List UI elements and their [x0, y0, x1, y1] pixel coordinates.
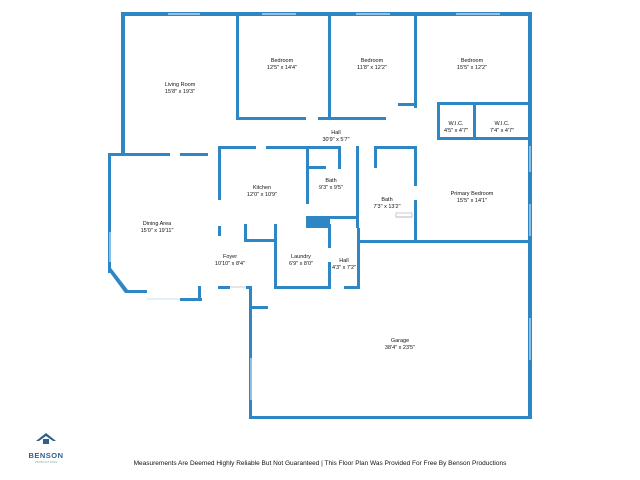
walls	[108, 12, 532, 419]
hall2-dim: 4'3" x 7'2"	[332, 265, 356, 271]
house-logo-icon	[36, 433, 56, 444]
bedroom2-name: Bedroom	[361, 58, 384, 64]
garage-name: Garage	[391, 338, 409, 344]
hall1-name: Hall	[331, 130, 340, 136]
foyer-dim: 10'10" x 8'4"	[215, 261, 245, 267]
logo-name: BENSON	[28, 451, 64, 460]
openings	[109, 13, 531, 400]
benson-logo: BENSON PRODUCTIONS	[26, 432, 66, 464]
primary-bedroom-name: Primary Bedroom	[451, 191, 494, 197]
wic2-dim: 7'4" x 4'7"	[490, 128, 514, 134]
bedroom2-dim: 11'8" x 12'2"	[357, 65, 387, 71]
bath1-name: Bath	[325, 178, 336, 184]
bath1-dim: 9'3" x 9'5"	[319, 185, 343, 191]
living-room-dim: 15'8" x 19'3"	[165, 89, 195, 95]
foyer-name: Foyer	[223, 254, 237, 260]
dining-area-dim: 15'0" x 19'11"	[141, 228, 174, 234]
logo-subtitle: PRODUCTIONS	[34, 460, 58, 464]
wic1-dim: 4'5" x 4'7"	[444, 128, 468, 134]
living-room-name: Living Room	[165, 82, 196, 88]
bedroom1-name: Bedroom	[271, 58, 294, 64]
wic2-name: W.I.C.	[495, 121, 510, 127]
bath2-name: Bath	[381, 197, 392, 203]
kitchen-dim: 12'0" x 10'9"	[247, 192, 277, 198]
dining-area-name: Dining Area	[143, 221, 172, 227]
bedroom3-dim: 15'5" x 12'2"	[457, 65, 487, 71]
primary-bedroom-dim: 15'5" x 14'1"	[457, 198, 487, 204]
bedroom1-dim: 12'5" x 14'4"	[267, 65, 297, 71]
hall2-name: Hall	[339, 258, 348, 264]
bedroom3-name: Bedroom	[461, 58, 484, 64]
laundry-name: Laundry	[291, 254, 311, 260]
room-labels: Living Room 15'8" x 19'3" Bedroom 12'5" …	[141, 58, 514, 351]
hall1-dim: 30'9" x 5'7"	[322, 137, 349, 143]
garage-dim: 38'4" x 23'5"	[385, 345, 415, 351]
wic1-name: W.I.C.	[449, 121, 464, 127]
laundry-dim: 6'9" x 8'0"	[289, 261, 313, 267]
bath2-dim: 7'3" x 13'2"	[373, 204, 400, 210]
footer-disclaimer: Measurements Are Deemed Highly Reliable …	[133, 460, 507, 467]
kitchen-name: Kitchen	[253, 185, 271, 191]
